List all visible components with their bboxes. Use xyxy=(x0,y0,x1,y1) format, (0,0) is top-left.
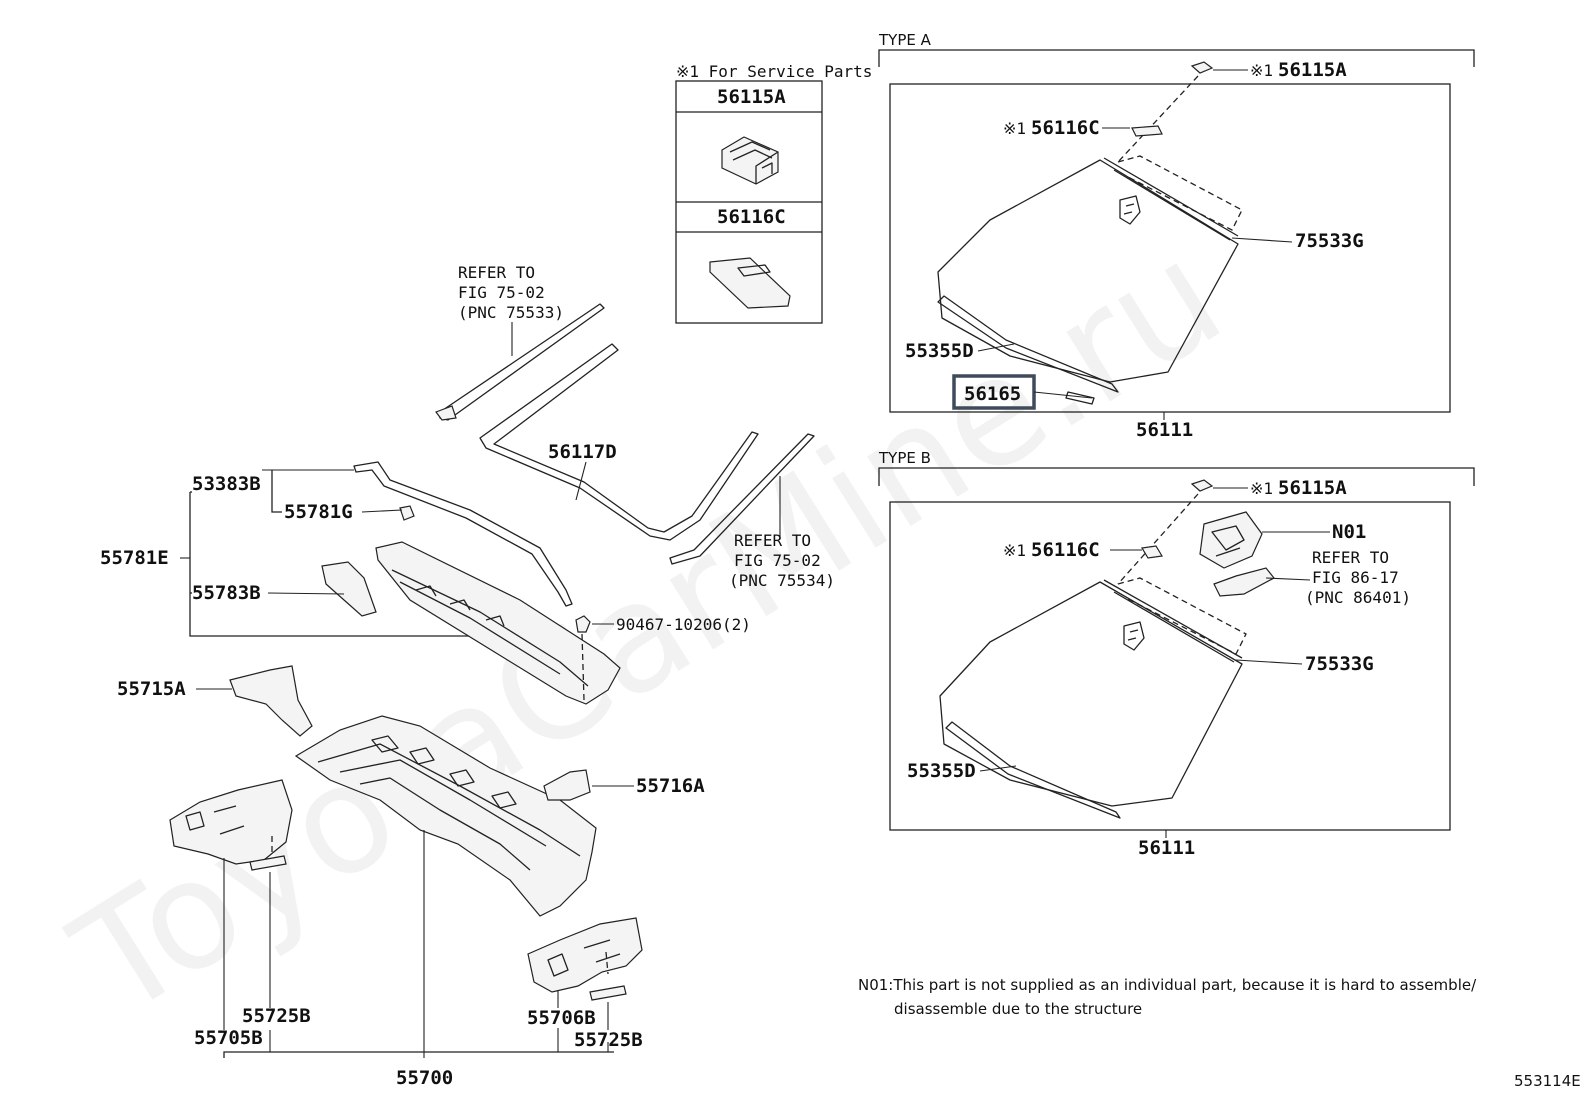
refer-side-line1: REFER TO xyxy=(734,531,811,550)
type-b-sticker-drawing xyxy=(1141,545,1163,559)
refer-top-line2: FIG 75-02 xyxy=(458,283,545,302)
refer-top-line1: REFER TO xyxy=(458,263,535,282)
type-a-strip-label: 55355D xyxy=(905,340,974,362)
glass-dam-56117d-drawing xyxy=(479,343,759,541)
type-b-clip-mark: ※1 xyxy=(1250,479,1273,498)
type-a-sticker-label: 56116C xyxy=(1031,117,1100,139)
type-b-clip-drawing xyxy=(1190,479,1214,492)
part-55715a-drawing xyxy=(229,665,313,737)
type-a-sticker-mark: ※1 xyxy=(1003,119,1026,138)
label-55705b: 55705B xyxy=(194,1027,263,1049)
clip-90467-drawing xyxy=(575,615,591,633)
part-55705b-drawing xyxy=(169,779,293,865)
refer-top-line3: (PNC 75533) xyxy=(458,303,564,322)
label-55706b: 55706B xyxy=(527,1007,596,1029)
part-55783b-drawing xyxy=(321,561,377,617)
clip-56115a-drawing xyxy=(721,136,779,185)
label-55725b-left: 55725B xyxy=(242,1005,311,1027)
label-56117d: 56117D xyxy=(548,441,617,463)
type-a-title: TYPE A xyxy=(878,31,932,49)
type-b-refer-line1: REFER TO xyxy=(1312,548,1389,567)
label-55783b: 55783B xyxy=(192,582,261,604)
type-a-windshield-drawing xyxy=(937,159,1239,383)
type-b-refer-line3: (PNC 86401) xyxy=(1305,588,1411,607)
type-b-molding-label: 75533G xyxy=(1305,653,1374,675)
type-b-frame xyxy=(889,501,1451,831)
service-part-56115a-label: 56115A xyxy=(717,86,786,108)
type-a-strip-drawing xyxy=(937,295,1119,393)
type-b-refer-line2: FIG 86-17 xyxy=(1312,568,1399,587)
type-b-clip-label: 56115A xyxy=(1278,477,1347,499)
figure-code: 553114E xyxy=(1514,1072,1581,1090)
type-a-molding-label: 75533G xyxy=(1295,230,1364,252)
service-parts-title: ※1 For Service Parts xyxy=(676,62,872,81)
type-b-glass-label: 56111 xyxy=(1138,837,1195,859)
type-b-sticker-label: 56116C xyxy=(1031,539,1100,561)
label-55781e: 55781E xyxy=(100,547,169,569)
plate-55725b-left-drawing xyxy=(249,855,287,871)
service-part-56116c-label: 56116C xyxy=(717,206,786,228)
selected-part-56165-label[interactable]: 56165 xyxy=(964,383,1021,405)
type-a-clip-label: 56115A xyxy=(1278,59,1347,81)
type-b-sticker-mark: ※1 xyxy=(1003,541,1026,560)
type-b-group: TYPE B ※1 56115A ※1 56116C N01 REFER TO … xyxy=(878,449,1475,859)
left-assembly-group: REFER TO FIG 75-02 (PNC 75533) 56117D RE… xyxy=(100,263,835,1089)
label-55715a: 55715A xyxy=(117,678,186,700)
plate-55725b-right-drawing xyxy=(589,985,627,1001)
type-b-windshield-drawing xyxy=(939,581,1243,807)
label-55716a: 55716A xyxy=(636,775,705,797)
n01-label: N01 xyxy=(1332,521,1366,543)
type-a-group: TYPE A ※1 56115A ※1 56116C 75533G 55355D… xyxy=(878,31,1475,441)
label-55781g: 55781G xyxy=(284,501,353,523)
note-line2: disassemble due to the structure xyxy=(894,1000,1142,1018)
note-line1: N01:This part is not supplied as an indi… xyxy=(858,976,1477,994)
type-a-clip-drawing xyxy=(1190,61,1214,74)
type-b-strip-label: 55355D xyxy=(907,760,976,782)
label-55700: 55700 xyxy=(396,1067,453,1089)
type-b-title: TYPE B xyxy=(878,449,931,467)
label-55725b-right: 55725B xyxy=(574,1029,643,1051)
service-parts-box: ※1 For Service Parts 56115A 56116C xyxy=(675,62,872,324)
type-a-clip-mark: ※1 xyxy=(1250,61,1273,80)
type-a-glass-label: 56111 xyxy=(1136,419,1193,441)
refer-side-line2: FIG 75-02 xyxy=(734,551,821,570)
label-53383b: 53383B xyxy=(192,473,261,495)
part-55716a-drawing xyxy=(543,769,591,801)
label-90467: 90467-10206(2) xyxy=(616,615,751,634)
type-a-frame xyxy=(889,83,1451,413)
type-b-strip-drawing xyxy=(945,721,1121,819)
side-molding-drawing xyxy=(669,433,815,565)
sticker-56116c-drawing xyxy=(709,257,791,309)
n01-bracket-drawing xyxy=(1199,511,1275,597)
part-55706b-drawing xyxy=(527,917,643,993)
refer-side-line3: (PNC 75534) xyxy=(729,571,835,590)
type-a-sticker-drawing xyxy=(1131,125,1163,137)
seal-53383b-drawing xyxy=(353,461,573,607)
